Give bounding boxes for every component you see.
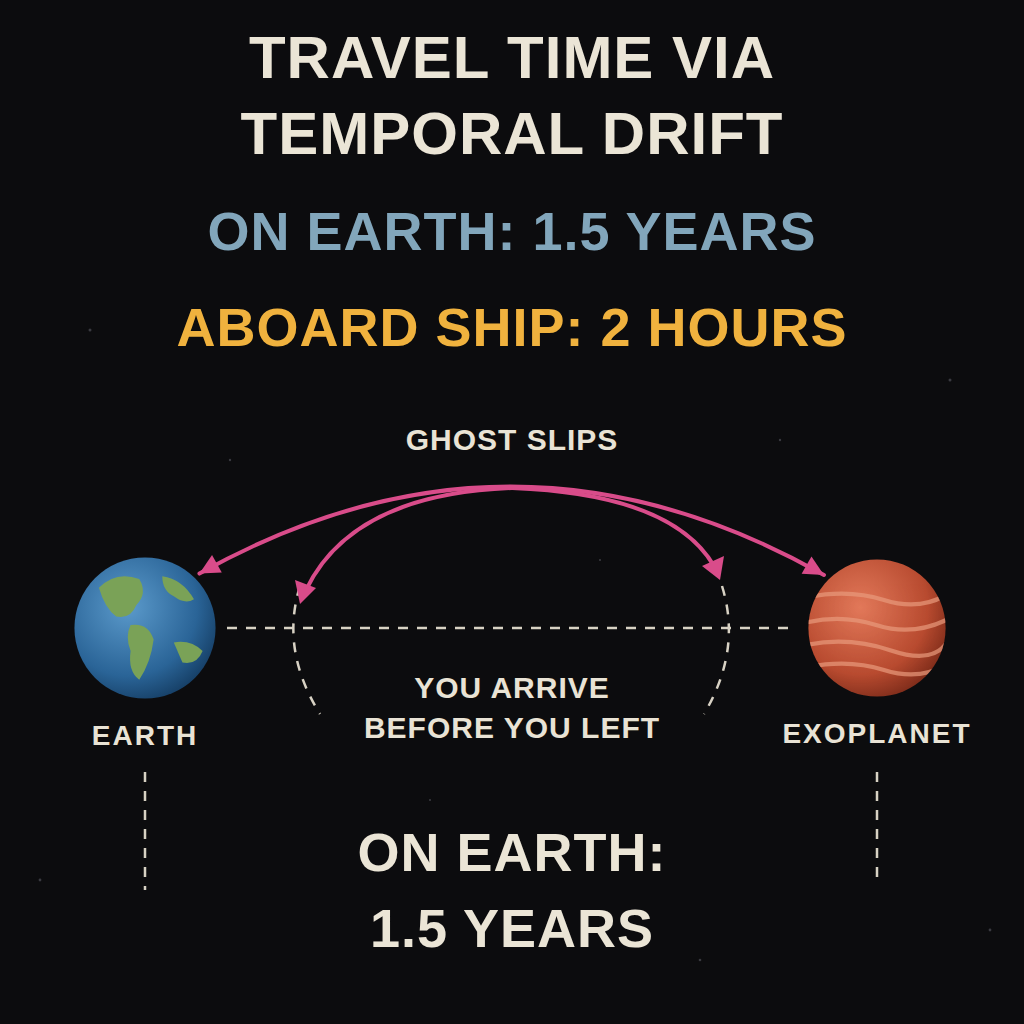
paradox-note-wrap: YOU ARRIVE BEFORE YOU LEFT — [352, 668, 672, 748]
earth-time-footer-wrap: ON EARTH: 1.5 YEARS — [322, 814, 702, 966]
slip-arc — [512, 488, 714, 566]
earth-planet: EARTH — [73, 556, 217, 700]
planet-shape — [807, 558, 947, 698]
earth-time: ON EARTH: 1.5 YEARS — [52, 196, 972, 266]
planet-label: EXOPLANET — [782, 718, 971, 750]
ship-time: ABOARD SHIP: 2 HOURS — [52, 292, 972, 362]
earth-time-wrap: ON EARTH: 1.5 YEARS — [52, 196, 972, 266]
dashed-link — [227, 627, 797, 630]
paradox-note: YOU ARRIVE BEFORE YOU LEFT — [352, 668, 672, 748]
title-wrap: TRAVEL TIME VIA TEMPORAL DRIFT — [132, 20, 892, 172]
earth-time-footer: ON EARTH: 1.5 YEARS — [322, 814, 702, 966]
ghost-slip-arc — [199, 487, 824, 575]
arrow-head — [802, 556, 824, 575]
arrow-head — [199, 555, 221, 573]
dashed-arc — [293, 586, 320, 714]
dashed-drop-line — [876, 772, 879, 880]
planet-label: EARTH — [92, 720, 198, 752]
arrow-head — [295, 580, 316, 604]
exoplanet-planet: EXOPLANET — [807, 558, 947, 698]
edge-label: GHOST SLIPS — [400, 422, 625, 458]
ship-time-wrap: ABOARD SHIP: 2 HOURS — [52, 292, 972, 362]
dashed-arc — [704, 586, 729, 714]
title: TRAVEL TIME VIA TEMPORAL DRIFT — [132, 20, 892, 172]
slip-arc — [306, 488, 512, 590]
dashed-drop-line — [144, 772, 147, 890]
arrow-head — [702, 556, 724, 580]
inner-slip-heads — [295, 556, 724, 604]
edge-label-wrap: GHOST SLIPS — [312, 422, 712, 458]
planet-shape — [73, 556, 217, 700]
